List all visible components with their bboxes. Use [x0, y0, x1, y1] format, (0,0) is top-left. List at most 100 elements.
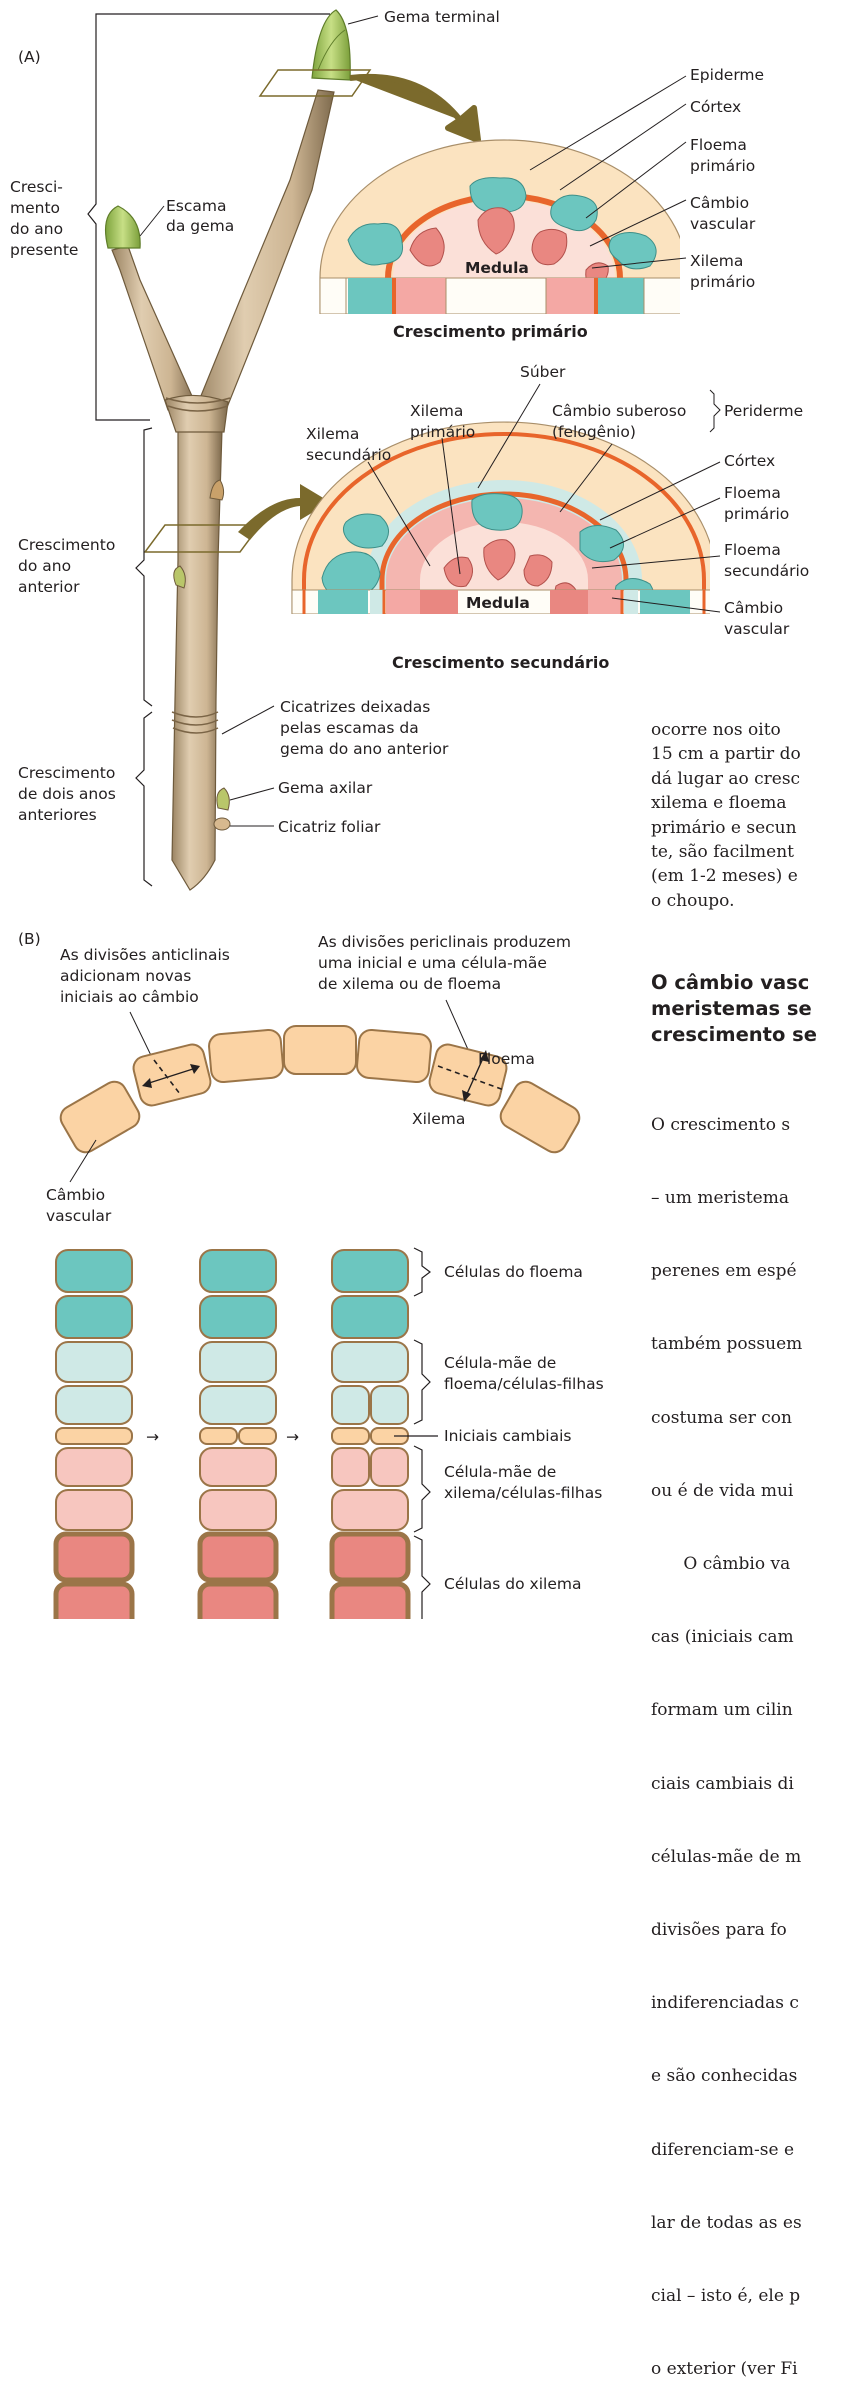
stack-label-mae-xilema-2: xilema/células-filhas: [444, 1484, 602, 1502]
cresc-presente-3: do ano: [10, 220, 63, 238]
secondary-label-xsec-1: Xilema: [306, 425, 359, 443]
stack-arrow-1: →: [146, 1428, 159, 1446]
cicatrizes-2: pelas escamas da: [280, 719, 419, 737]
secondary-label-fsec-1: Floema: [724, 541, 781, 559]
stack-label-mae-floema-1: Célula-mãe de: [444, 1354, 556, 1372]
stack-label-mae-floema-2: floema/células-filhas: [444, 1375, 604, 1393]
panel-b-tag: (B): [18, 930, 41, 948]
caption-primary: Crescimento primário: [393, 322, 588, 341]
escama-label-2: da gema: [166, 217, 234, 235]
primary-section: [320, 140, 688, 314]
cell-stack-1: [56, 1250, 132, 1619]
text-line: – um meristema: [651, 1186, 846, 1210]
anticlinais-2: adicionam novas: [60, 967, 191, 985]
cicatriz-foliar-label: Cicatriz foliar: [278, 818, 381, 836]
text-line: te, são facilment: [651, 840, 846, 864]
text-line: ciais cambiais di: [651, 1772, 846, 1796]
panel-a-tag: (A): [18, 48, 41, 66]
primary-label-cortex: Córtex: [690, 98, 741, 116]
text-line: e são conhecidas: [651, 2064, 846, 2088]
text-line: o exterior (ver Fi: [651, 2357, 846, 2381]
stack-arrow-2: →: [286, 1428, 299, 1446]
text-line: divisões para fo: [651, 1918, 846, 1942]
stack-label-mae-xilema-1: Célula-mãe de: [444, 1463, 556, 1481]
secondary-label-xsec-2: secundário: [306, 446, 391, 464]
text-line: O crescimento s: [651, 1113, 846, 1137]
cresc-presente-2: mento: [10, 199, 60, 217]
secondary-label-fprim-2: primário: [724, 505, 789, 523]
primary-label-xilema-2: primário: [690, 273, 755, 291]
anticlinais-1: As divisões anticlinais: [60, 946, 230, 964]
section-heading: O câmbio vasc meristemas se crescimento …: [651, 970, 846, 1048]
cresc-anterior-3: anterior: [18, 578, 80, 596]
stack-label-iniciais: Iniciais cambiais: [444, 1427, 571, 1445]
text-line: xilema e floema: [651, 791, 846, 815]
text-line: O câmbio va: [651, 1552, 846, 1576]
paragraph-continued: ocorre nos oito 15 cm a partir do dá lug…: [651, 718, 846, 913]
primary-label-floema-2: primário: [690, 157, 755, 175]
cell-stack-2: [200, 1250, 276, 1619]
secondary-label-xprim-2: primário: [410, 423, 475, 441]
paragraph-cambium: O crescimento s – um meristema perenes e…: [651, 1064, 846, 2406]
cresc-anterior-1: Crescimento: [18, 536, 115, 554]
caption-secondary: Crescimento secundário: [392, 653, 609, 672]
cresc-anterior-2: do ano: [18, 557, 71, 575]
cresc-presente-4: presente: [10, 241, 78, 259]
secondary-label-fprim-1: Floema: [724, 484, 781, 502]
periclinais-2: uma inicial e uma célula-mãe: [318, 954, 547, 972]
text-line: costuma ser con: [651, 1406, 846, 1430]
stack-label-floema: Células do floema: [444, 1263, 583, 1281]
text-line: lar de todas as es: [651, 2211, 846, 2235]
text-line: cial – isto é, ele p: [651, 2284, 846, 2308]
stack-label-xilema: Células do xilema: [444, 1575, 581, 1593]
text-line: 15 cm a partir do: [651, 742, 846, 766]
cicatrizes-3: gema do ano anterior: [280, 740, 449, 758]
text-line: ocorre nos oito: [651, 718, 846, 742]
secondary-label-felo-2: (felogênio): [552, 423, 636, 441]
secondary-label-xprim-1: Xilema: [410, 402, 463, 420]
primary-label-cambio-2: vascular: [690, 215, 756, 233]
text-line: ou é de vida mui: [651, 1479, 846, 1503]
b-floema-label: Floema: [478, 1050, 535, 1068]
cicatrizes-1: Cicatrizes deixadas: [280, 698, 430, 716]
heading-line: meristemas se: [651, 996, 846, 1022]
b-xilema-label: Xilema: [412, 1110, 465, 1128]
gema-terminal-label: Gema terminal: [384, 8, 500, 26]
secondary-label-fsec-2: secundário: [724, 562, 809, 580]
anticlinais-3: iniciais ao câmbio: [60, 988, 199, 1006]
text-line: dá lugar ao cresc: [651, 767, 846, 791]
text-line: indiferenciadas c: [651, 1991, 846, 2015]
b-cambio-2: vascular: [46, 1207, 112, 1225]
heading-line: O câmbio vasc: [651, 970, 846, 996]
primary-label-floema-1: Floema: [690, 136, 747, 154]
secondary-label-periderme: Periderme: [724, 402, 803, 420]
b-cambio-1: Câmbio: [46, 1186, 105, 1204]
primary-label-epiderme: Epiderme: [690, 66, 764, 84]
secondary-label-cambio-2: vascular: [724, 620, 790, 638]
text-line: (em 1-2 meses) e: [651, 864, 846, 888]
secondary-label-cambio-1: Câmbio: [724, 599, 783, 617]
panel-a-labels: (A) Gema terminal Escama da gema Cresci-…: [10, 8, 809, 836]
medula-label-primary: Medula: [465, 259, 529, 277]
cresc-dois-2: de dois anos: [18, 785, 116, 803]
cresc-presente-1: Cresci-: [10, 178, 63, 196]
cresc-dois-1: Crescimento: [18, 764, 115, 782]
text-line: também possuem: [651, 1332, 846, 1356]
escama-label-1: Escama: [166, 197, 227, 215]
text-line: células-mãe de m: [651, 1845, 846, 1869]
primary-label-cambio-1: Câmbio: [690, 194, 749, 212]
cresc-dois-3: anteriores: [18, 806, 97, 824]
cell-stack-3: [332, 1250, 408, 1619]
text-line: o choupo.: [651, 889, 846, 913]
primary-label-xilema-1: Xilema: [690, 252, 743, 270]
gema-axilar-label: Gema axilar: [278, 779, 373, 797]
text-line: formam um cilin: [651, 1698, 846, 1722]
periclinais-3: de xilema ou de floema: [318, 975, 501, 993]
heading-line: crescimento se: [651, 1022, 846, 1048]
text-line: primário e secun: [651, 816, 846, 840]
secondary-label-suber: Súber: [520, 363, 566, 381]
periclinais-1: As divisões periclinais produzem: [318, 933, 571, 951]
text-line: cas (iniciais cam: [651, 1625, 846, 1649]
panel-b: (B) As divisões anticlinais adicionam no…: [18, 930, 604, 1619]
text-line: perenes em espé: [651, 1259, 846, 1283]
